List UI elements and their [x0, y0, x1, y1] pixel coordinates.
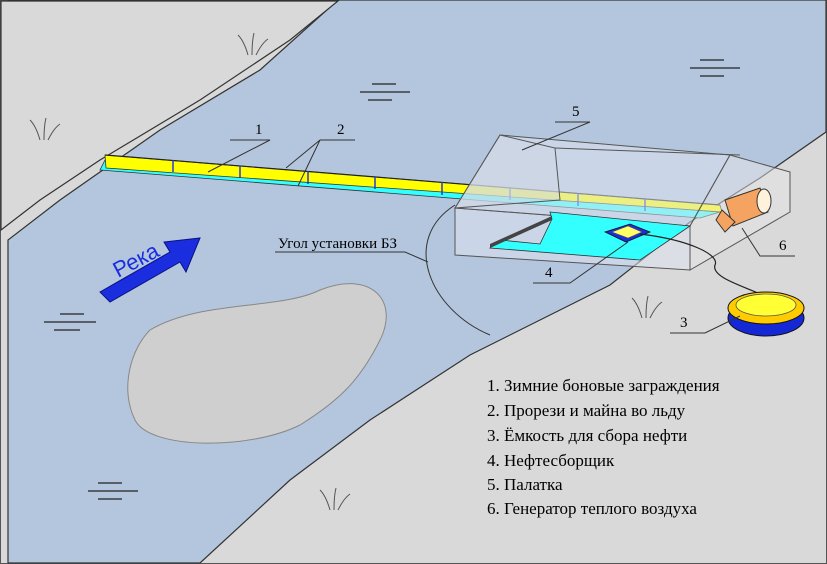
collecting-tank	[727, 291, 805, 337]
legend-item-2: 2. Прорези и майна во льду	[487, 401, 686, 420]
generator	[715, 187, 772, 233]
callout-1-leader	[207, 139, 271, 173]
callout-3: 3	[680, 315, 688, 331]
river-flow-arrow	[99, 237, 201, 303]
legend-item-4: 4. Нефтесборщик	[487, 451, 615, 470]
callout-2-leader-a	[285, 139, 321, 169]
hose	[639, 233, 771, 301]
callout-1: 1	[255, 122, 263, 138]
water-ripples	[44, 59, 740, 500]
angle-arc	[425, 204, 491, 336]
callout-3-leader	[670, 315, 741, 334]
callout-5: 5	[572, 104, 580, 120]
island	[127, 283, 387, 444]
legend-item-6: 6. Генератор теплого воздуха	[487, 499, 697, 518]
callout-6-leader	[741, 227, 795, 257]
left-bank	[0, 0, 340, 232]
angle-label: Угол установки БЗ	[278, 236, 397, 252]
ice-hole-edge	[490, 216, 552, 248]
legend-item-1: 1. Зимние боновые заграждения	[487, 376, 720, 395]
callout-4-leader	[533, 241, 629, 284]
grass-marks	[29, 32, 663, 511]
legend: 1. Зимние боновые заграждения 2. Прорези…	[487, 376, 720, 518]
callout-2: 2	[337, 122, 345, 138]
callout-6: 6	[779, 238, 787, 254]
angle-label-leader	[275, 251, 429, 263]
legend-item-5: 5. Палатка	[487, 475, 563, 494]
skimmer	[603, 223, 652, 243]
callout-5-leader	[521, 121, 591, 151]
callout-4: 4	[545, 265, 553, 281]
callout-2-leader-b	[297, 139, 321, 187]
legend-item-3: 3. Ёмкость для сбора нефти	[487, 426, 687, 445]
